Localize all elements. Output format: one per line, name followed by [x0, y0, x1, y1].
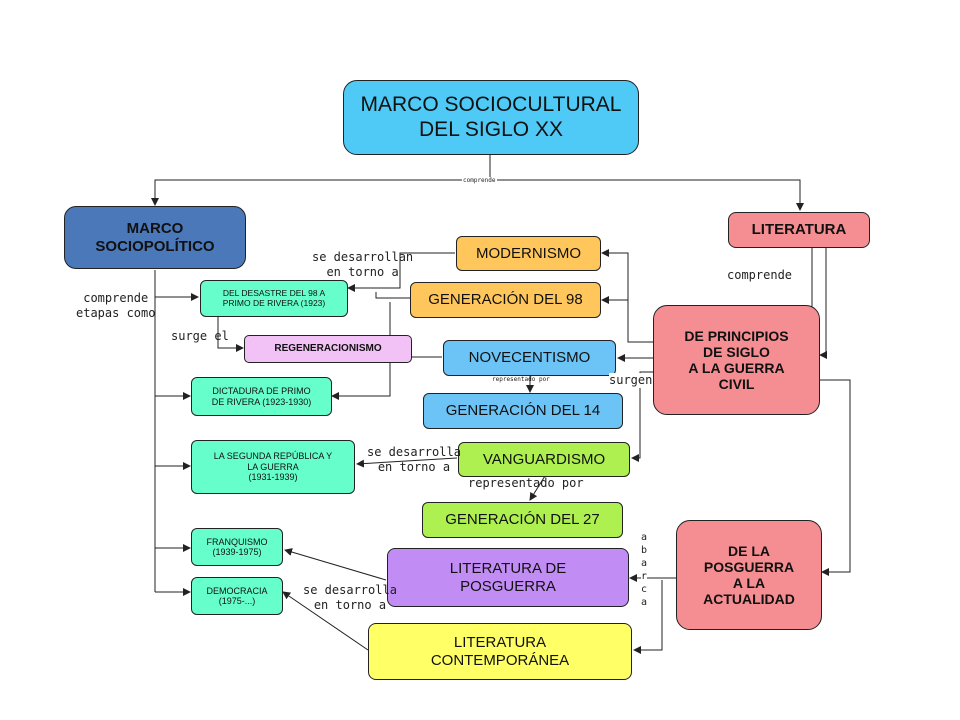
edge-novecentismo-to-dictadura [331, 302, 391, 400]
node-label: LA SEGUNDA REPÚBLICA Y LA GUERRA (1931-1… [213, 451, 333, 483]
node-label: REGENERACIONISMO [274, 343, 382, 355]
label-comprende-etapas: comprende etapas como [76, 291, 156, 320]
node-franquismo[interactable]: FRANQUISMO (1939-1975) [191, 528, 283, 566]
node-label: MARCO SOCIOPOLÍTICO [95, 220, 215, 255]
edge-desastre-to-regeneracionismo [217, 315, 244, 352]
node-segunda-republica[interactable]: LA SEGUNDA REPÚBLICA Y LA GUERRA (1931-1… [191, 440, 355, 494]
node-literatura-contemporanea[interactable]: LITERATURA CONTEMPORÁNEA [368, 623, 632, 680]
node-label: VANGUARDISMO [482, 450, 606, 468]
label-surgen: surgen [609, 373, 653, 388]
node-generacion-27[interactable]: GENERACIÓN DEL 27 [422, 502, 623, 538]
node-marco-sociopolitico[interactable]: MARCO SOCIOPOLÍTICO [64, 206, 246, 269]
label-comprende-literatura: comprende [727, 268, 793, 282]
edge-principios-to-g98 [601, 296, 653, 343]
edge-vanguardismo-to-republica [356, 457, 458, 468]
node-label: DEL DESASTRE DEL 98 A PRIMO DE RIVERA (1… [222, 287, 326, 308]
node-label: DE LA POSGUERRA A LA ACTUALIDAD [703, 542, 795, 608]
edge-principios-to-vanguardismo [631, 371, 653, 462]
node-label: NOVECENTISMO [468, 349, 591, 367]
edge-contemporanea-to-democracia [282, 591, 369, 651]
node-posguerra-actualidad[interactable]: DE LA POSGUERRA A LA ACTUALIDAD [676, 520, 822, 630]
node-marco-sociocultural[interactable]: MARCO SOCIOCULTURAL DEL SIGLO XX [343, 80, 639, 155]
node-principios-siglo[interactable]: DE PRINCIPIOS DE SIGLO A LA GUERRA CIVIL [653, 305, 820, 415]
label-representado-por-small: representado por [492, 376, 550, 383]
label-surge-el: surge el [171, 329, 229, 343]
node-democracia[interactable]: DEMOCRACIA (1975-...) [191, 577, 283, 615]
node-literatura-posguerra[interactable]: LITERATURA DE POSGUERRA [387, 548, 629, 607]
node-generacion-14[interactable]: GENERACIÓN DEL 14 [423, 393, 623, 429]
edge-root-to-literatura [490, 179, 804, 211]
node-label: MODERNISMO [476, 244, 581, 262]
node-label: DICTADURA DE PRIMO DE RIVERA (1923-1930) [211, 386, 312, 407]
edge-posguerra-to-franquismo [284, 548, 387, 581]
node-label: GENERACIÓN DEL 98 [428, 291, 583, 309]
edge-g98-to-desastre [375, 292, 410, 299]
label-se-desarrolla-2: se desarrolla en torno a [303, 583, 397, 612]
edge-root-to-marco [151, 179, 490, 206]
edge-posguerra-to-contemporanea [633, 580, 663, 654]
edge-vanguardismo-to-g27 [529, 475, 546, 501]
node-novecentismo[interactable]: NOVECENTISMO [443, 340, 616, 376]
node-desastre-98[interactable]: DEL DESASTRE DEL 98 A PRIMO DE RIVERA (1… [200, 280, 348, 317]
edge-principios-to-modernismo [601, 249, 629, 300]
label-abarca: a b a r c a [641, 531, 648, 609]
node-label: LITERATURA DE POSGUERRA [449, 560, 567, 595]
edge-modernismo-to-desastre [347, 252, 455, 292]
node-vanguardismo[interactable]: VANGUARDISMO [458, 442, 630, 477]
node-label: DE PRINCIPIOS DE SIGLO A LA GUERRA CIVIL [684, 327, 789, 393]
node-label: DEMOCRACIA (1975-...) [206, 585, 268, 606]
node-modernismo[interactable]: MODERNISMO [456, 236, 601, 271]
node-dictadura[interactable]: DICTADURA DE PRIMO DE RIVERA (1923-1930) [191, 377, 332, 416]
node-label: LITERATURA CONTEMPORÁNEA [430, 634, 570, 669]
node-label: FRANQUISMO (1939-1975) [206, 536, 268, 557]
label-se-desarrollan: se desarrollan en torno a [312, 250, 414, 279]
node-label: MARCO SOCIOCULTURAL DEL SIGLO XX [360, 93, 622, 141]
node-label: GENERACIÓN DEL 27 [445, 511, 600, 529]
node-literatura[interactable]: LITERATURA [728, 212, 870, 248]
label-representado-por: representado por [468, 476, 584, 490]
edge-literatura-bracket [819, 248, 827, 359]
label-comprende-top: comprende [462, 177, 497, 185]
node-generacion-98[interactable]: GENERACIÓN DEL 98 [410, 282, 601, 318]
label-se-desarrolla-1: se desarrolla en torno a [367, 445, 461, 474]
node-label: GENERACIÓN DEL 14 [445, 402, 601, 420]
node-label: LITERATURA [751, 221, 847, 239]
node-regeneracionismo[interactable]: REGENERACIONISMO [244, 335, 412, 363]
